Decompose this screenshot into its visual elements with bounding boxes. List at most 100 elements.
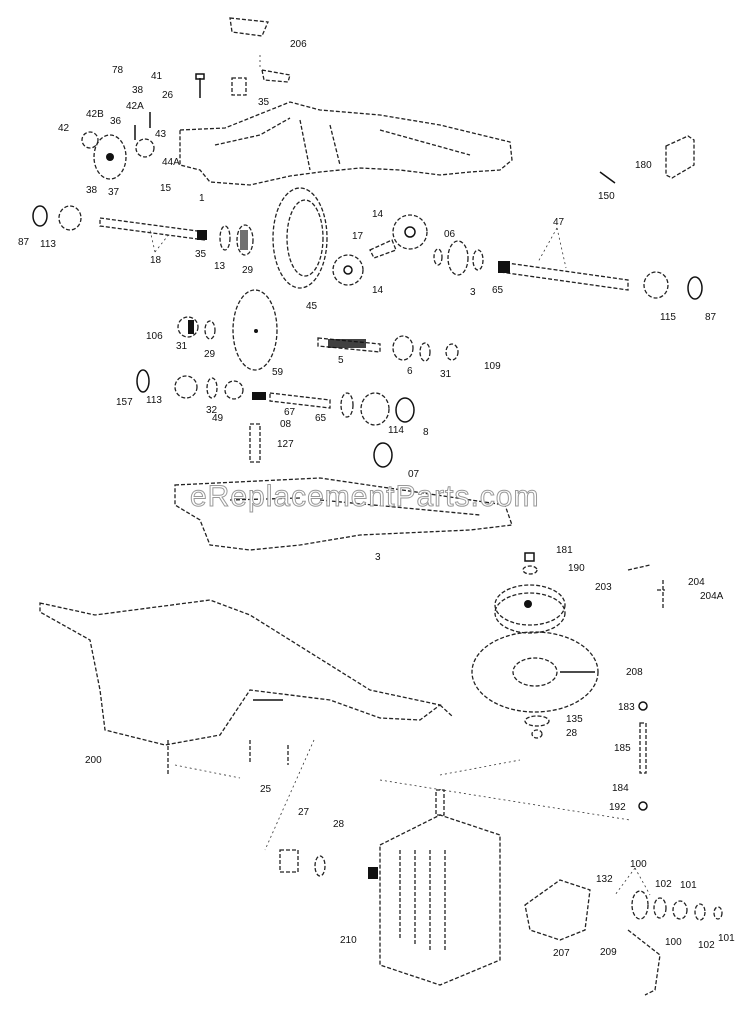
part-number-label: 44A — [162, 157, 180, 168]
bushing-114 — [360, 392, 390, 426]
part-number-label: 157 — [116, 397, 133, 408]
bushing-115-right — [643, 271, 669, 299]
gear-6 — [392, 335, 414, 361]
bushing-109 — [445, 343, 459, 361]
part-number-label: 59 — [272, 367, 284, 378]
washer-31b — [419, 342, 431, 362]
part-number-label: 42A — [126, 101, 144, 112]
part-number-label: 183 — [618, 702, 635, 713]
part-number-label: 192 — [609, 802, 626, 813]
gear-14-back — [392, 214, 428, 250]
part-number-label: 6 — [407, 366, 413, 377]
lower-housing-3 — [174, 477, 513, 551]
bearing-07 — [373, 442, 393, 468]
part-number-label: 101 — [718, 933, 735, 944]
part-number-label: 127 — [277, 439, 294, 450]
upper-housing-1 — [179, 101, 513, 186]
part-number-label: 185 — [614, 743, 631, 754]
pin-127 — [249, 423, 261, 463]
washer-31 — [204, 320, 216, 340]
part-number-label: 31 — [176, 341, 188, 352]
part-number-label: 25 — [260, 784, 272, 795]
ring-gear-45 — [272, 187, 328, 289]
part-number-label: 65 — [492, 285, 504, 296]
axle-shaft-18 — [99, 217, 207, 253]
part-number-label: 114 — [388, 425, 404, 436]
part-number-label: 36 — [110, 116, 122, 127]
part-number-label: 102 — [655, 879, 672, 890]
part-number-label: 14 — [372, 209, 384, 220]
pulley-203 — [494, 584, 566, 634]
part-number-label: 204A — [700, 591, 724, 602]
part-number-label: 208 — [626, 667, 643, 678]
part-number-label: 206 — [290, 39, 307, 50]
part-number-label: 87 — [18, 237, 30, 248]
watermark: eReplacementParts.com — [189, 480, 540, 514]
hydro-pump-210 — [368, 789, 501, 986]
part-number-label: 100 — [630, 859, 647, 870]
washer-28b — [314, 855, 326, 877]
part-number-label: 184 — [612, 783, 629, 794]
part-number-label: 210 — [340, 935, 357, 946]
part-number-label: 08 — [280, 419, 292, 430]
shaft-5 — [317, 337, 381, 353]
part-number-label: 06 — [444, 229, 456, 240]
washer-65 — [340, 392, 354, 418]
part-number-label: 45 — [306, 301, 318, 312]
bracket-204 — [627, 564, 665, 610]
pin-17 — [369, 239, 397, 259]
gear-06 — [433, 240, 484, 276]
gear-14-front — [332, 254, 364, 286]
part-number-label: 49 — [212, 413, 224, 424]
part-number-label: 115 — [660, 312, 676, 323]
part-number-label: 35 — [258, 97, 270, 108]
part-number-label: 41 — [151, 71, 163, 82]
part-number-label: 17 — [352, 231, 364, 242]
part-number-label: 37 — [108, 187, 120, 198]
part-number-label: 109 — [484, 361, 501, 372]
bushing-106 — [177, 316, 199, 338]
transaxle-assembly-200 — [39, 599, 453, 851]
nut-181 — [524, 552, 535, 562]
part-number-label: 28 — [333, 819, 345, 830]
washer-32 — [206, 377, 218, 399]
part-number-label: 135 — [566, 714, 583, 725]
part-number-label: 106 — [146, 331, 163, 342]
part-number-label: 113 — [146, 395, 162, 406]
bearing-157 — [136, 369, 150, 393]
gear-36 — [93, 134, 127, 180]
part-number-label: 102 — [698, 940, 715, 951]
part-number-label: 26 — [162, 90, 174, 101]
washer-13 — [219, 225, 231, 251]
part-206-cover — [229, 17, 291, 83]
coupler-27 — [279, 849, 299, 873]
part-number-label: 200 — [85, 755, 102, 766]
part-number-label: 14 — [372, 285, 384, 296]
bearing-87-right — [687, 276, 703, 300]
bearing-8 — [395, 397, 415, 423]
part-number-label: 15 — [160, 183, 172, 194]
part-number-label: 31 — [440, 369, 452, 380]
gear-29 — [236, 224, 254, 256]
oil-bottle-180 — [665, 135, 695, 179]
washer-135 — [524, 715, 550, 727]
bearing-87-left — [32, 205, 48, 227]
gear-59 — [232, 289, 278, 371]
part-number-label: 190 — [568, 563, 585, 574]
axle-shaft-47 — [498, 227, 629, 291]
part-number-label: 100 — [665, 937, 682, 948]
part-number-label: 32 — [206, 405, 218, 416]
part-number-label: 07 — [408, 469, 420, 480]
part-number-label: 181 — [556, 545, 573, 556]
part-number-label: 3 — [375, 552, 381, 563]
part-number-label: 43 — [155, 129, 167, 140]
part-number-label: 29 — [204, 349, 216, 360]
part-number-label: 203 — [595, 582, 612, 593]
gear-49 — [224, 380, 244, 400]
washer-28 — [531, 729, 543, 739]
part-number-label: 209 — [600, 947, 617, 958]
part-number-label: 150 — [598, 191, 615, 202]
part-number-label: 132 — [596, 874, 613, 885]
control-arm-assembly — [524, 867, 723, 996]
